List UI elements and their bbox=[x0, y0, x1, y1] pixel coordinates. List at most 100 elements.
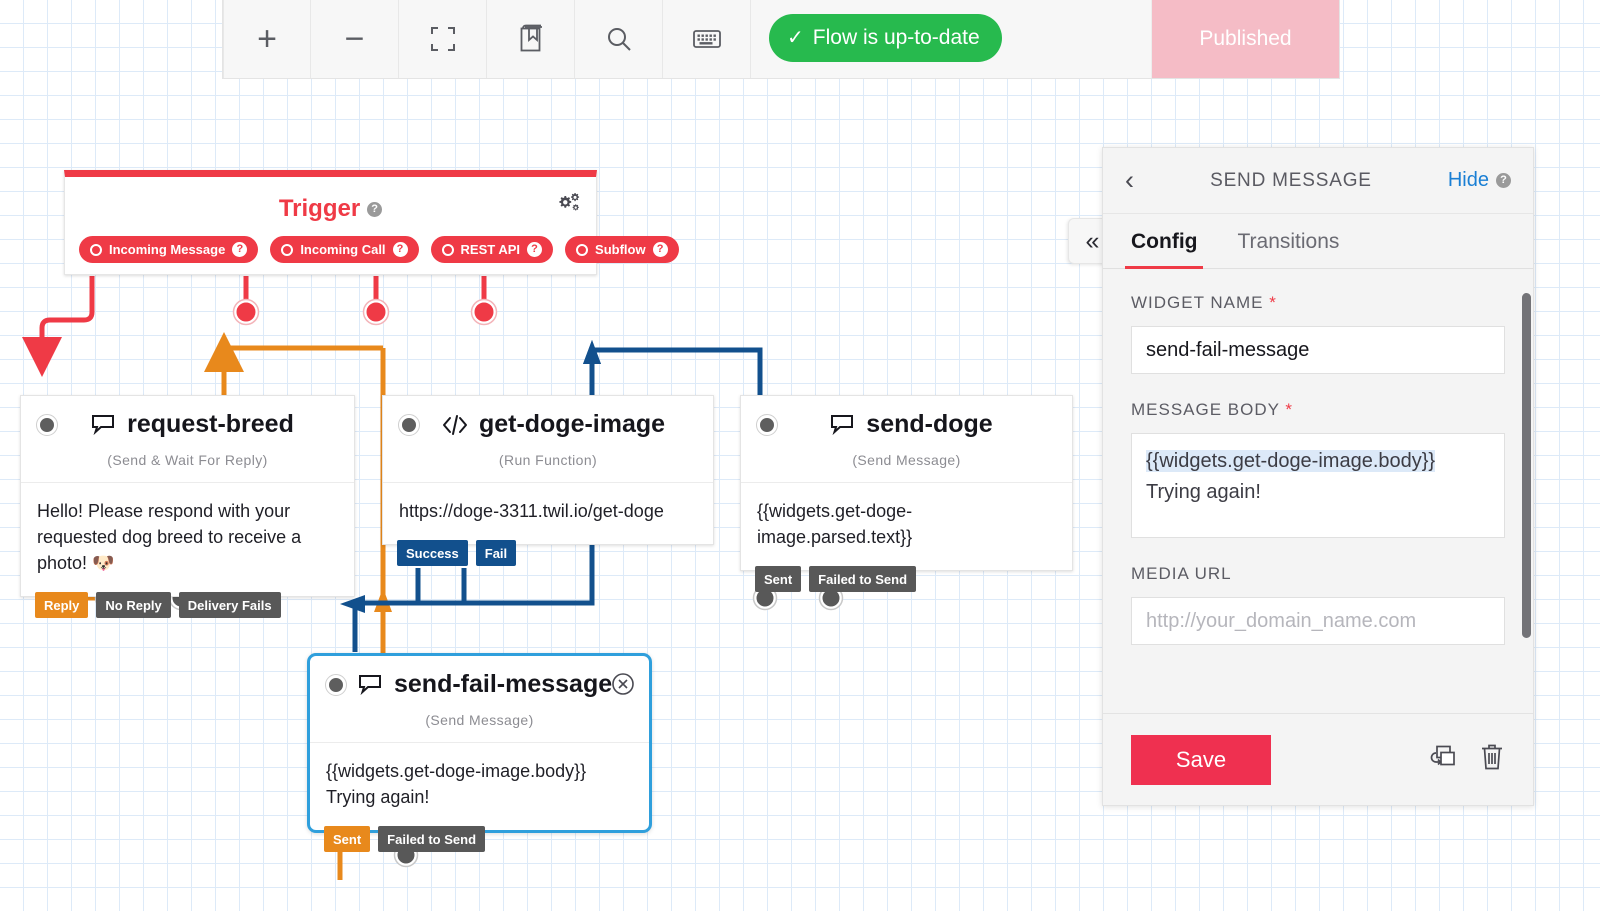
widget-name-input[interactable] bbox=[1131, 326, 1505, 374]
help-icon[interactable]: ? bbox=[1496, 173, 1511, 188]
fit-to-screen-button[interactable] bbox=[399, 0, 487, 78]
search-icon bbox=[607, 27, 631, 51]
flow-status-button[interactable]: ✓ Flow is up-to-date bbox=[769, 14, 1002, 62]
tab-transitions[interactable]: Transitions bbox=[1237, 230, 1340, 253]
trigger-port-rest-api[interactable]: REST API ? bbox=[430, 236, 554, 263]
trigger-port-label: Incoming Call bbox=[300, 242, 386, 257]
code-icon bbox=[442, 414, 467, 435]
fit-screen-icon bbox=[430, 26, 455, 51]
hide-label: Hide bbox=[1447, 169, 1489, 191]
panel-form: WIDGET NAME * MESSAGE BODY * {{widgets.g… bbox=[1103, 269, 1533, 713]
message-body-input[interactable]: {{widgets.get-doge-image.body}}Trying ag… bbox=[1131, 433, 1505, 538]
panel-scrollbar[interactable] bbox=[1522, 293, 1531, 638]
help-icon[interactable]: ? bbox=[652, 242, 668, 257]
node-port-reply[interactable]: Reply bbox=[35, 592, 89, 619]
widget-node-send-doge[interactable]: send-doge (Send Message) {{widgets.get-d… bbox=[740, 395, 1073, 593]
publish-button[interactable]: Published bbox=[1151, 0, 1339, 78]
trigger-port-label: Incoming Message bbox=[109, 242, 226, 257]
node-type-label: (Send Message) bbox=[852, 452, 961, 468]
node-port-success[interactable]: Success bbox=[397, 540, 468, 567]
message-body-rest: Trying again! bbox=[1146, 481, 1261, 503]
node-input-dot[interactable] bbox=[398, 413, 420, 436]
help-icon[interactable]: ? bbox=[232, 242, 248, 257]
node-input-dot[interactable] bbox=[756, 413, 778, 436]
node-body-text: https://doge-3311.twil.io/get-doge bbox=[383, 482, 713, 544]
hide-panel-button[interactable]: Hide ? bbox=[1448, 169, 1511, 192]
widget-node-request-breed[interactable]: request-breed (Send & Wait For Reply) He… bbox=[20, 395, 355, 619]
media-url-input[interactable]: http://your_domain_name.com bbox=[1131, 597, 1505, 645]
node-port-failed-to-send[interactable]: Failed to Send bbox=[378, 826, 486, 853]
node-ports: Sent Failed to Send bbox=[324, 826, 486, 853]
port-circle-icon bbox=[576, 243, 589, 256]
node-input-dot[interactable] bbox=[325, 673, 347, 696]
node-ports: Success Fail bbox=[397, 540, 517, 567]
widget-name-label: WIDGET NAME * bbox=[1131, 293, 1505, 313]
node-ports: Sent Failed to Send bbox=[755, 566, 917, 593]
node-name-label: get-doge-image bbox=[478, 410, 666, 438]
close-icon[interactable] bbox=[611, 672, 635, 701]
node-name-label: send-doge bbox=[866, 410, 993, 438]
trash-icon[interactable] bbox=[1479, 742, 1505, 777]
node-type-label: (Send Message) bbox=[425, 712, 534, 728]
trigger-port-incoming-call[interactable]: Incoming Call ? bbox=[270, 236, 419, 263]
node-port-sent[interactable]: Sent bbox=[324, 826, 371, 853]
spacer bbox=[1131, 538, 1505, 564]
widget-node-send-fail-message[interactable]: send-fail-message (Send Message) {{widge… bbox=[307, 653, 652, 853]
trigger-port-label: REST API bbox=[460, 242, 521, 257]
zoom-out-button[interactable]: − bbox=[311, 0, 399, 78]
trigger-node[interactable]: Trigger ? Incoming Message ? bbox=[64, 170, 679, 275]
toolbar-spacer bbox=[1002, 0, 1151, 78]
node-header: get-doge-image (Run Function) bbox=[383, 396, 713, 468]
panel-footer: Save bbox=[1103, 713, 1533, 805]
trigger-port-subflow[interactable]: Subflow ? bbox=[565, 236, 679, 263]
trigger-port-label: Subflow bbox=[595, 242, 646, 257]
gear-icon[interactable] bbox=[556, 191, 582, 220]
node-port-delivery-fails[interactable]: Delivery Fails bbox=[178, 592, 281, 619]
panel-header: ‹ SEND MESSAGE Hide ? bbox=[1103, 148, 1533, 214]
node-title: get-doge-image bbox=[431, 410, 675, 439]
node-body-text: {{widgets.get-doge-image.parsed.text}} bbox=[741, 482, 1072, 570]
widget-name-label-text: WIDGET NAME bbox=[1131, 293, 1264, 312]
chevron-left-icon[interactable]: ‹ bbox=[1125, 165, 1134, 195]
message-body-label-text: MESSAGE BODY bbox=[1131, 400, 1280, 419]
trigger-port-incoming-message[interactable]: Incoming Message ? bbox=[79, 236, 259, 263]
port-circle-icon bbox=[441, 243, 454, 256]
node-type-label: (Send & Wait For Reply) bbox=[107, 452, 268, 468]
node-header: send-fail-message (Send Message) bbox=[310, 656, 649, 728]
node-type-label: (Run Function) bbox=[498, 452, 598, 468]
minus-icon: − bbox=[344, 19, 365, 58]
tab-config[interactable]: Config bbox=[1125, 214, 1204, 269]
node-title: send-fail-message bbox=[358, 670, 612, 699]
zoom-in-button[interactable]: + bbox=[223, 0, 311, 78]
keyboard-shortcuts-button[interactable] bbox=[663, 0, 751, 78]
message-body-label: MESSAGE BODY * bbox=[1131, 400, 1505, 420]
help-icon[interactable]: ? bbox=[527, 242, 543, 257]
node-port-sent[interactable]: Sent bbox=[755, 566, 802, 593]
keyboard-icon bbox=[692, 29, 721, 48]
search-button[interactable] bbox=[575, 0, 663, 78]
help-icon[interactable]: ? bbox=[392, 242, 408, 257]
node-input-dot[interactable] bbox=[36, 413, 58, 436]
port-circle-icon bbox=[90, 243, 102, 256]
chat-bubble-icon bbox=[359, 674, 381, 695]
plus-icon: + bbox=[257, 19, 277, 58]
node-body-text: Hello! Please respond with your requeste… bbox=[21, 482, 354, 596]
save-button[interactable]: Save bbox=[1131, 734, 1271, 785]
widget-config-panel: ‹ SEND MESSAGE Hide ? Config Transitions… bbox=[1102, 147, 1534, 806]
panel-title: SEND MESSAGE bbox=[1210, 169, 1372, 191]
node-port-fail[interactable]: Fail bbox=[475, 540, 517, 567]
canvas-toolbar: + − bbox=[222, 0, 1340, 79]
widget-node-get-doge-image[interactable]: get-doge-image (Run Function) https://do… bbox=[382, 395, 714, 567]
duplicate-icon[interactable] bbox=[1427, 743, 1457, 776]
port-circle-icon bbox=[281, 243, 294, 256]
library-button[interactable] bbox=[487, 0, 575, 78]
chevron-double-left-icon: « bbox=[1085, 226, 1100, 255]
trigger-title-row: Trigger ? bbox=[65, 195, 596, 223]
required-marker: * bbox=[1285, 400, 1294, 419]
panel-tabs: Config Transitions bbox=[1103, 214, 1533, 269]
node-port-no-reply[interactable]: No Reply bbox=[96, 592, 171, 619]
help-icon[interactable]: ? bbox=[367, 201, 383, 217]
node-port-failed-to-send[interactable]: Failed to Send bbox=[809, 566, 917, 593]
node-header: send-doge (Send Message) bbox=[741, 396, 1072, 468]
footer-icon-group bbox=[1427, 742, 1505, 777]
